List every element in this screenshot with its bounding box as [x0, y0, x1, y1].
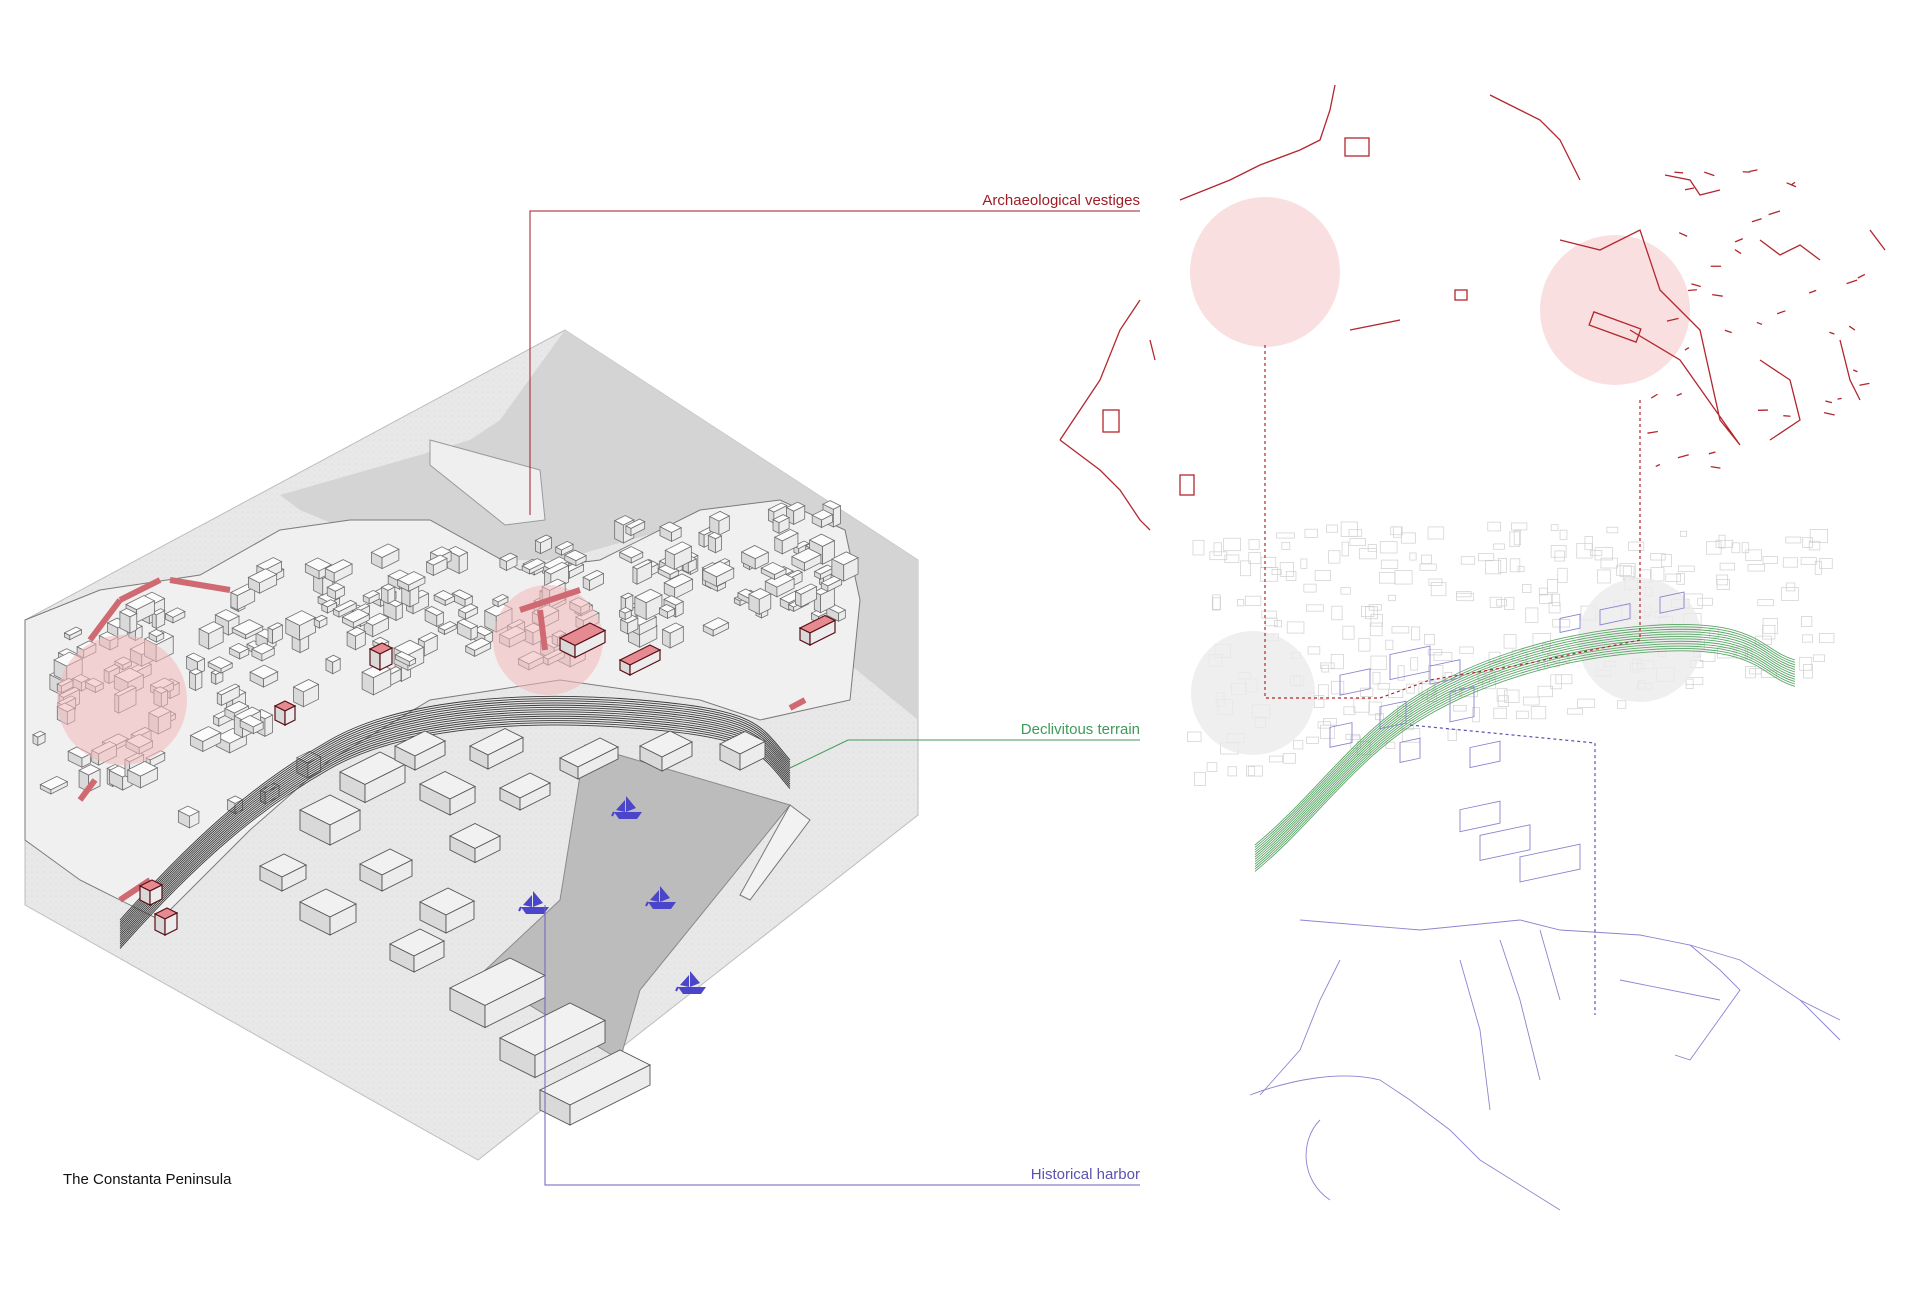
layer-archaeological	[1060, 85, 1885, 530]
legend-harbor-label: Historical harbor	[1031, 1166, 1140, 1183]
vestige-zone-west	[57, 635, 187, 765]
connector-blue	[1410, 725, 1595, 1015]
diagram-caption: The Constanta Peninsula	[63, 1171, 231, 1188]
legend-terrain-label: Declivitous terrain	[1021, 721, 1140, 738]
layer-vestige-zone-west	[1190, 197, 1340, 347]
layer-vestige-zone-east	[1540, 235, 1690, 385]
layer-terrain	[1188, 522, 1834, 871]
ghost-zone-west	[1191, 631, 1315, 755]
legend-archaeological-label: Archaeological vestiges	[982, 192, 1140, 209]
layer-connectors	[1265, 345, 1640, 1015]
axonometric-model	[25, 330, 918, 1160]
layer-harbor	[1250, 592, 1840, 1210]
